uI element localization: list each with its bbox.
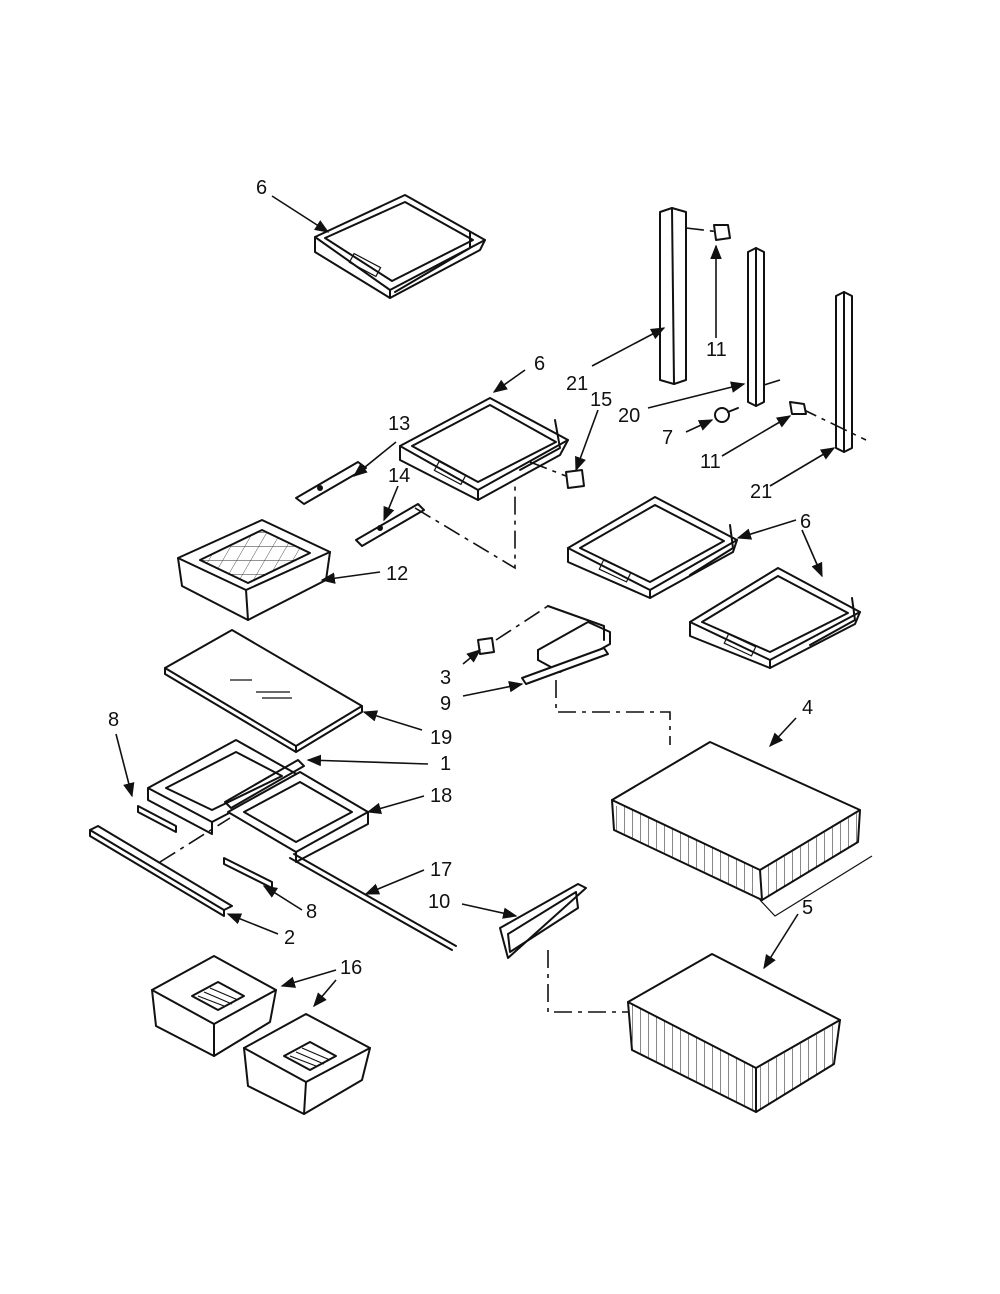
callout-21-left: 21 <box>566 373 588 395</box>
divider-rod-17 <box>289 853 457 951</box>
glass-shelf-19 <box>164 629 363 753</box>
callout-13: 13 <box>388 413 410 435</box>
callout-4: 4 <box>802 697 813 719</box>
callout-11-bottom: 11 <box>700 451 721 473</box>
crisper-pan-16-right <box>243 1013 371 1115</box>
callout-labels: 6 6 21 15 11 20 7 11 21 13 14 12 6 3 9 4… <box>108 177 813 979</box>
callout-2: 2 <box>284 927 295 949</box>
ladder-rail-center <box>747 247 765 407</box>
callout-16: 16 <box>340 957 362 979</box>
callout-18: 18 <box>430 785 452 807</box>
trim-8-right <box>223 857 273 889</box>
callout-7: 7 <box>662 427 673 449</box>
callout-20: 20 <box>618 405 640 427</box>
callout-6-middle: 6 <box>534 353 545 375</box>
deli-bracket <box>537 605 611 673</box>
ladder-rail-right <box>835 291 853 453</box>
ladder-rail-left <box>659 207 687 385</box>
deli-trim-9 <box>521 647 609 685</box>
screw-3 <box>477 637 495 655</box>
wire-basket-4 <box>610 741 873 917</box>
crisper-drawer-12 <box>177 519 331 621</box>
callout-14: 14 <box>388 465 410 487</box>
callout-11-top: 11 <box>706 339 727 361</box>
shelf-right-b <box>689 567 861 669</box>
callout-15: 15 <box>590 389 612 411</box>
callout-17: 17 <box>430 859 452 881</box>
screw-11-top <box>713 224 731 241</box>
crisper-pan-16-left <box>151 955 277 1057</box>
screw-15 <box>565 469 585 489</box>
callout-9: 9 <box>440 693 451 715</box>
callout-6-right: 6 <box>800 511 811 533</box>
door-bin-10 <box>499 883 587 959</box>
callout-8-left: 8 <box>108 709 119 731</box>
drawer-slide-14 <box>355 503 425 547</box>
callout-12: 12 <box>386 563 408 585</box>
shelf-middle <box>399 397 569 501</box>
callout-8-right: 8 <box>306 901 317 923</box>
callout-19: 19 <box>430 727 452 749</box>
callout-5: 5 <box>802 897 813 919</box>
callout-21-right: 21 <box>750 481 772 503</box>
callout-3: 3 <box>440 667 451 689</box>
callout-6-top: 6 <box>256 177 267 199</box>
screw-7 <box>714 407 739 423</box>
callout-1: 1 <box>440 753 451 775</box>
shelf-top <box>314 194 486 299</box>
callout-10: 10 <box>428 891 450 913</box>
trim-8-left <box>137 805 177 833</box>
shelf-right-a <box>567 496 738 599</box>
crisper-trim-2 <box>89 825 233 917</box>
screw-11-bottom <box>789 401 807 415</box>
leader-lines <box>115 195 836 1008</box>
drawer-slide-13 <box>295 461 367 505</box>
wire-basket-5 <box>626 953 842 1113</box>
